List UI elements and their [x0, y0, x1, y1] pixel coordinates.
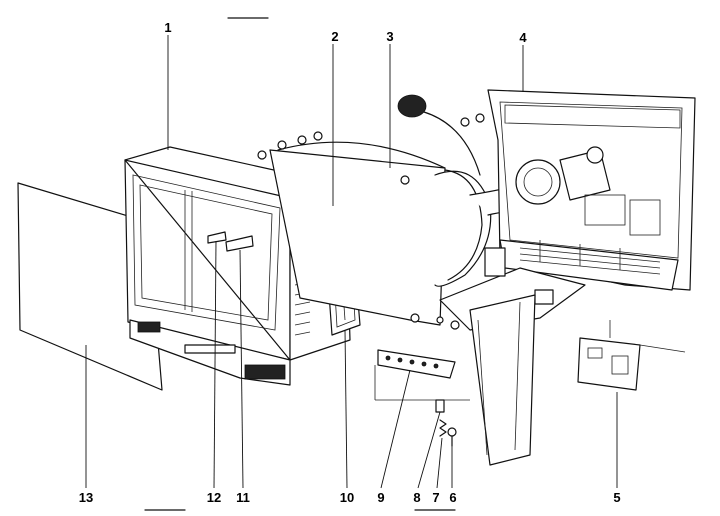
mounting-screws — [257, 113, 485, 330]
part-12-label — [207, 231, 227, 244]
callout-13: 13 — [78, 490, 94, 505]
part-6-screw — [447, 427, 457, 447]
anode-cap-cable — [397, 94, 481, 176]
callout-11: 11 — [236, 490, 250, 505]
callout-1: 1 — [164, 20, 172, 35]
part-8-clip — [435, 399, 445, 413]
part-4-rear-cover — [487, 89, 696, 291]
callout-4: 4 — [519, 30, 527, 45]
leader-lines — [85, 35, 618, 489]
callout-2: 2 — [331, 29, 339, 44]
callout-8: 8 — [413, 490, 421, 505]
callout-5: 5 — [613, 490, 621, 505]
callout-6: 6 — [449, 490, 457, 505]
callout-7: 7 — [432, 490, 440, 505]
callout-9: 9 — [377, 490, 385, 505]
crop-marks — [144, 17, 456, 511]
main-chassis-board — [439, 247, 586, 466]
part-5-sub-board — [577, 337, 641, 391]
callout-3: 3 — [386, 29, 394, 44]
assembly-guide-lines — [374, 320, 686, 401]
part-9-control-pcb — [377, 349, 456, 379]
part-7-spring — [439, 419, 447, 437]
callout-10: 10 — [339, 490, 355, 505]
rear-cover-grille — [519, 240, 661, 275]
callout-12: 12 — [206, 490, 222, 505]
part-11-label — [225, 235, 254, 252]
